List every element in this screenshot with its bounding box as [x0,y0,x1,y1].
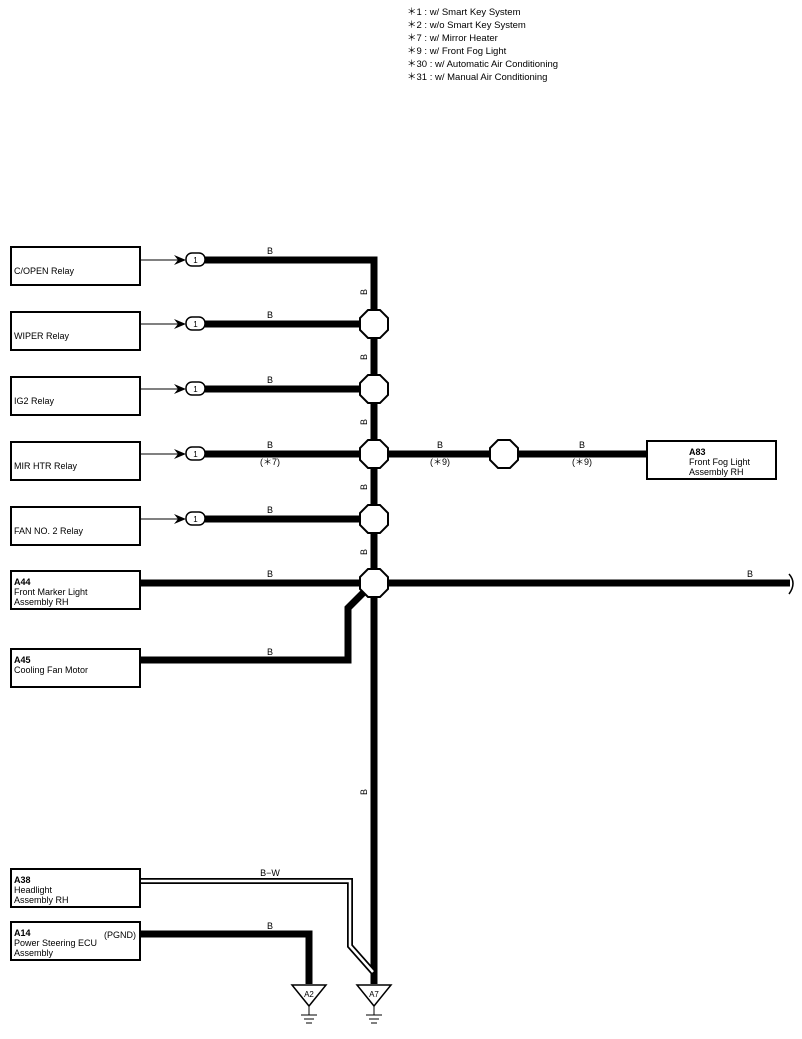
wire-labels: B B B B (＊7) B B B B−W B B (＊9) B (＊9) B… [260,246,753,931]
junction [359,439,389,469]
component-code: A45 [14,655,31,665]
component-code: A83 [689,447,706,457]
legend: ＊1 : w/ Smart Key System ＊2 : w/o Smart … [407,6,558,84]
legend-item: ＊1 : w/ Smart Key System [407,7,521,18]
a44-box: A44 Front Marker Light Assembly RH [10,570,141,610]
wire-label-vertical: B [359,549,369,555]
mir-htr-relay-box: MIR HTR Relay [10,441,141,481]
legend-item: ＊2 : w/o Smart Key System [407,20,526,31]
wire-label-vertical: B [359,419,369,425]
wire-label: B [579,440,585,450]
wire-label: B−W [260,868,280,878]
wire-label: B [437,440,443,450]
ground-a7: A7 [355,984,393,1024]
ground-label: A7 [369,990,379,999]
legend-item: ＊30 : w/ Automatic Air Conditioning [407,59,559,70]
component-label: IG2 Relay [14,396,55,406]
wire-label: B [267,246,273,256]
continuation-mark [788,573,794,595]
ig2-relay-box: IG2 Relay [10,376,141,416]
component-name: Front Marker Light Assembly RH [14,587,88,607]
wire-label: B [747,569,753,579]
wire-label: B [267,647,273,657]
junction [359,568,389,598]
ground-label: A2 [304,990,314,999]
wire-label-vertical: B [359,789,369,795]
wire-label-vertical: B [359,289,369,295]
legend-item: ＊31 : w/ Manual Air Conditioning [407,72,548,83]
wire-label: B [267,440,273,450]
pin-number: 1 [193,320,198,329]
pin-connectors: 1 1 1 1 1 [185,252,206,526]
a83-box: A83 Front Fog Light Assembly RH [646,440,777,480]
wire-label: B [267,569,273,579]
fan2-relay-box: FAN NO. 2 Relay [10,506,141,546]
wire-note: (＊7) [260,457,280,467]
component-code: A38 [14,875,31,885]
junction [359,374,389,404]
component-name: Power Steering ECU Assembly [14,938,98,958]
relay-leaders [141,259,178,520]
wire-label: B [267,310,273,320]
wire-label: B [267,921,273,931]
wire-note: (＊9) [430,457,450,467]
pin-number: 1 [193,256,198,265]
a38-box: A38 Headlight Assembly RH [10,868,141,908]
copen-relay-box: C/OPEN Relay [10,246,141,286]
junction [359,309,389,339]
component-name: Front Fog Light Assembly RH [689,457,751,477]
pin-number: 1 [193,450,198,459]
junction [359,504,389,534]
component-label: MIR HTR Relay [14,461,78,471]
component-name: Cooling Fan Motor [14,665,89,675]
inline-connector [489,439,519,469]
bw-wire [141,878,376,974]
ground-a2: A2 [290,984,328,1024]
a45-box: A45 Cooling Fan Motor [10,648,141,688]
component-pin: (PGND) [104,930,136,940]
a14-box: A14 Power Steering ECU Assembly (PGND) [10,921,141,961]
connector-arrows [174,255,186,524]
legend-item: ＊9 : w/ Front Fog Light [407,46,507,57]
legend-item: ＊7 : w/ Mirror Heater [407,33,498,44]
component-label: WIPER Relay [14,331,70,341]
thick-wires [141,256,790,984]
wire-label: B [267,505,273,515]
wire-label-vertical: B [359,354,369,360]
wire-label-vertical: B [359,484,369,490]
wire-label: B [267,375,273,385]
pin-number: 1 [193,385,198,394]
wiper-relay-box: WIPER Relay [10,311,141,351]
component-name: Headlight Assembly RH [14,885,69,905]
junctions [359,309,519,598]
pin-number: 1 [193,515,198,524]
component-label: C/OPEN Relay [14,266,75,276]
component-code: A44 [14,577,31,587]
component-code: A14 [14,928,31,938]
wire-note: (＊9) [572,457,592,467]
component-label: FAN NO. 2 Relay [14,526,84,536]
